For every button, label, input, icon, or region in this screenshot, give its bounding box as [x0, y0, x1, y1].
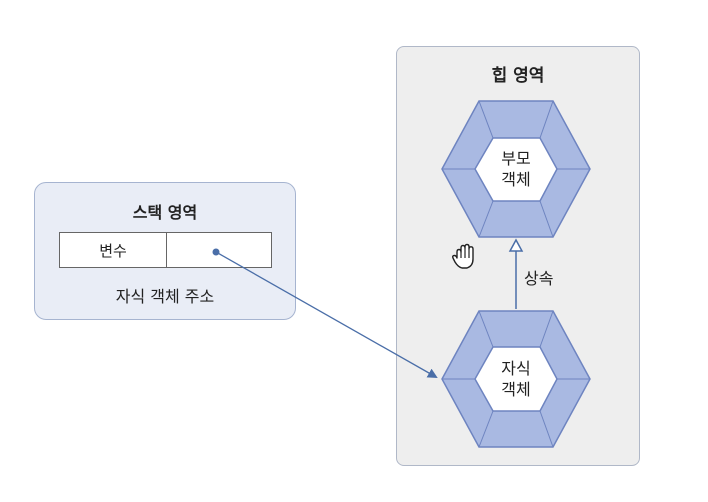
inheritance-arrow [508, 238, 524, 309]
variable-name-cell: 변수 [59, 232, 167, 268]
stack-area-title: 스택 영역 [132, 203, 198, 222]
heap-area-title: 힙 영역 [491, 66, 545, 86]
parent-object-hexagon [441, 100, 591, 238]
child-object-label: 자식 객체 [481, 358, 551, 400]
child-object-label-line2: 객체 [501, 380, 531, 399]
inheritance-label: 상속 [524, 269, 554, 288]
parent-object-label-line1: 부모 [501, 149, 531, 168]
parent-object-label: 부모 객체 [481, 148, 551, 190]
variable-value-cell [166, 232, 272, 268]
child-object-label-line1: 자식 [501, 359, 531, 378]
stack-area-caption: 자식 객체 주소 [115, 287, 215, 306]
stack-area: 스택 영역 변수 자식 객체 주소 [34, 182, 296, 320]
child-object-hexagon [441, 310, 591, 448]
hand-grab-icon [452, 243, 474, 269]
reference-arrow [212, 248, 438, 378]
parent-object-label-line2: 객체 [501, 170, 531, 189]
